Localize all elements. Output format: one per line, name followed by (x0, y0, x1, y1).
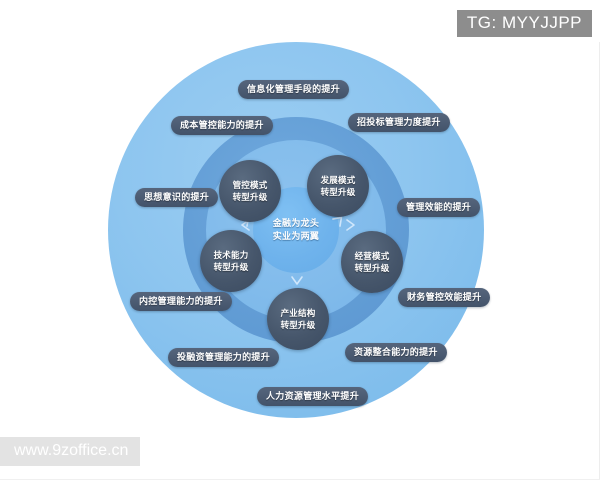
label-resource-integration[interactable]: 资源整合能力的提升 (345, 343, 447, 362)
label-informatization[interactable]: 信息化管理手段的提升 (238, 80, 350, 99)
node-industry-line2: 转型升级 (280, 320, 316, 330)
node-governance-line2: 转型升级 (232, 192, 268, 202)
core-label-line1: 金融为龙头 (272, 218, 320, 228)
node-development[interactable]: 发展模式 转型升级 (307, 155, 369, 217)
node-governance-line1: 管控模式 (232, 180, 268, 190)
node-operation[interactable]: 经营模式 转型升级 (341, 231, 403, 293)
node-technology-line2: 转型升级 (213, 262, 249, 272)
node-operation-line1: 经营模式 (354, 251, 390, 261)
arrow-to-industry-icon (290, 275, 304, 289)
node-operation-line2: 转型升级 (354, 263, 390, 273)
label-investment-financing[interactable]: 投融资管理能力的提升 (168, 348, 280, 367)
label-management-efficiency[interactable]: 管理效能的提升 (397, 198, 481, 217)
label-bidding[interactable]: 招投标管理力度提升 (348, 113, 450, 132)
telegram-watermark-badge: TG: MYYJJPP (456, 10, 592, 37)
node-industry[interactable]: 产业结构 转型升级 (267, 288, 329, 350)
core-label: 金融为龙头 实业为两翼 (273, 217, 320, 243)
site-watermark: www.9zoffice.cn (0, 437, 141, 466)
arrow-to-operation-icon (345, 218, 359, 232)
node-industry-line1: 产业结构 (280, 308, 316, 318)
node-development-line2: 转型升级 (320, 187, 356, 197)
label-mindset[interactable]: 思想意识的提升 (135, 188, 219, 207)
core-label-line2: 实业为两翼 (272, 231, 320, 241)
label-internal-control[interactable]: 内控管理能力的提升 (130, 292, 232, 311)
node-governance[interactable]: 管控模式 转型升级 (219, 160, 281, 222)
label-human-resources[interactable]: 人力资源管理水平提升 (257, 387, 369, 406)
node-technology-line1: 技术能力 (213, 250, 249, 260)
node-development-line1: 发展模式 (320, 175, 356, 185)
node-technology[interactable]: 技术能力 转型升级 (200, 230, 262, 292)
label-finance-control[interactable]: 财务管控效能提升 (398, 288, 491, 307)
arrow-to-development-icon (330, 209, 350, 229)
label-cost-control[interactable]: 成本管控能力的提升 (171, 116, 273, 135)
